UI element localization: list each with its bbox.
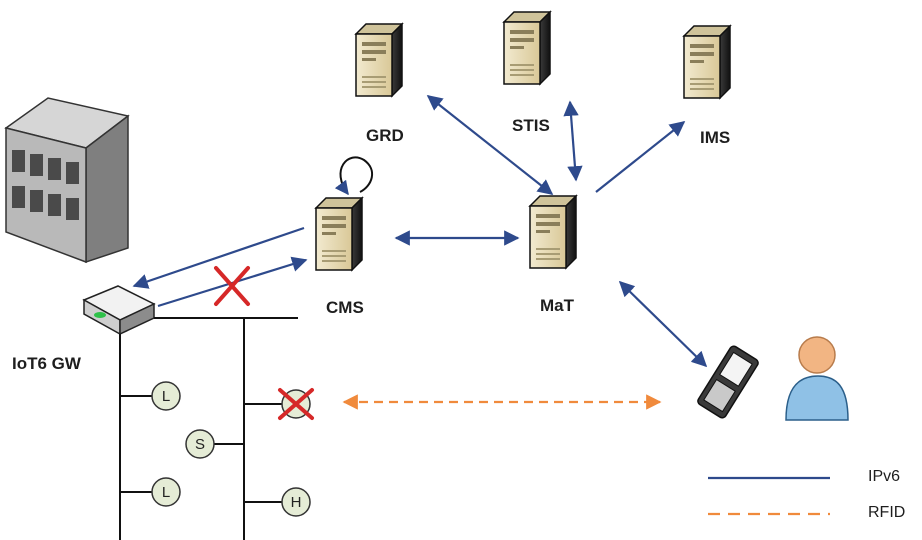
server-icon-grd	[355, 23, 403, 97]
gateway-router-icon	[82, 285, 156, 336]
server-icon-mat	[529, 195, 577, 269]
server-label-cms: CMS	[326, 298, 364, 317]
device-node-l2: L	[151, 477, 181, 507]
device-node-h: H	[281, 487, 311, 517]
device-label-l1: L	[162, 388, 170, 405]
device-node-s: S	[185, 429, 215, 459]
server-label-ims: IMS	[700, 128, 731, 147]
cms-self-loop	[334, 156, 374, 196]
device-label-s: S	[195, 436, 205, 453]
legend-rfid-label: RFID	[868, 504, 906, 521]
legend-ipv6-label: IPv6	[868, 468, 901, 485]
server-label-mat: MaT	[540, 296, 574, 315]
user-icon	[785, 336, 849, 421]
mobile-phone-icon	[697, 345, 759, 419]
server-label-stis: STIS	[512, 116, 550, 135]
device-label-l2: L	[162, 484, 170, 501]
wired-network-lines	[119, 317, 298, 540]
device-label-h: H	[291, 494, 302, 511]
blocked-link-x-icon	[214, 266, 250, 306]
server-icon-stis	[503, 11, 551, 85]
device-node-l1: L	[151, 381, 181, 411]
device-node-blocked	[278, 388, 314, 420]
server-icon-cms	[315, 197, 363, 271]
gateway-label: IoT6 GW	[12, 354, 81, 373]
ipv6-links	[132, 95, 708, 368]
server-label-grd: GRD	[366, 126, 404, 145]
server-icon-ims	[683, 25, 731, 99]
building-icon	[4, 97, 130, 264]
blocked-x-icon	[278, 388, 314, 420]
